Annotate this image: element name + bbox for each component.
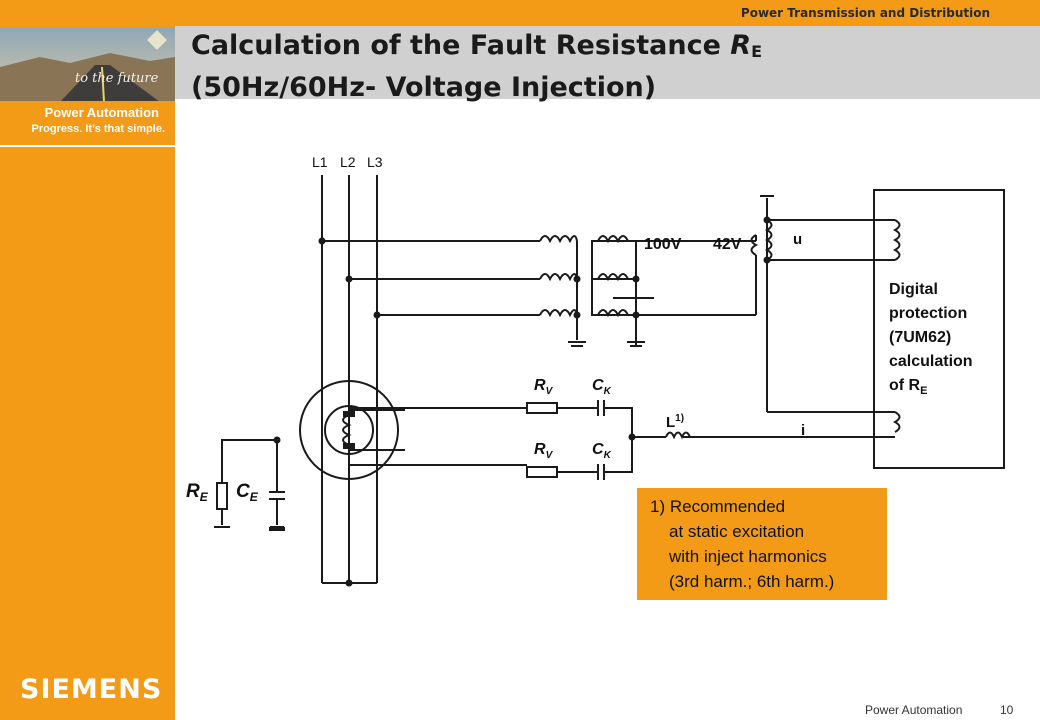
note-line-1: 1) Recommended	[650, 497, 786, 516]
relay-line-1: Digital	[889, 281, 938, 298]
label-l-main: L	[666, 414, 675, 431]
title-line1-prefix: Calculation of the Fault Resistance	[191, 30, 731, 61]
label-l-inductor: L1)	[666, 413, 684, 431]
label-ck-top: CK	[592, 377, 612, 397]
label-rv-bottom-main: R	[534, 441, 546, 458]
relay-line-3: (7UM62)	[889, 329, 951, 346]
title-symbol: R	[730, 30, 752, 61]
diagram-labels: L1 L2 L3 100V 42V u i Digital protection…	[186, 154, 973, 504]
road-photo-graphic: to the future	[0, 27, 175, 102]
junction-dots	[273, 216, 771, 587]
label-ck-top-main: C	[592, 377, 604, 394]
header-strip: Power Transmission and Distribution	[175, 0, 1040, 26]
label-re-sub: E	[200, 490, 209, 504]
label-ck-bottom-main: C	[592, 441, 604, 458]
label-ce-sub: E	[250, 490, 259, 504]
label-u: u	[793, 231, 802, 248]
label-re-main: R	[186, 481, 200, 502]
brand-box: Power Automation Progress. It’s that sim…	[0, 101, 175, 147]
wires	[214, 175, 1005, 584]
note-line-3: with inject harmonics	[669, 547, 827, 566]
siemens-logo: SIEMENS	[20, 674, 163, 705]
label-rv-top: RV	[534, 377, 554, 397]
label-ck-top-sub: K	[604, 386, 612, 397]
label-ce: CE	[236, 481, 259, 504]
label-rv-bottom: RV	[534, 441, 554, 461]
page-number: 10	[1000, 703, 1014, 717]
label-re: RE	[186, 481, 209, 504]
label-42v: 42V	[713, 236, 742, 253]
label-ck-bottom-sub: K	[604, 450, 612, 461]
label-rv-top-sub: V	[546, 386, 554, 397]
recommendation-note: 1) Recommended at static excitation with…	[637, 488, 887, 600]
label-rv-top-main: R	[534, 377, 546, 394]
relay-line-5-sub: E	[920, 385, 927, 397]
label-l1: L1	[312, 154, 328, 170]
title-line2: (50Hz/60Hz- Voltage Injection)	[191, 72, 657, 103]
title-symbol-sub: E	[751, 42, 763, 61]
label-l3: L3	[367, 154, 383, 170]
label-100v: 100V	[644, 236, 682, 253]
brand-title: Power Automation	[44, 105, 159, 120]
title-bar: Calculation of the Fault Resistance RE (…	[175, 26, 1040, 103]
note-line-2: at static excitation	[669, 522, 805, 541]
circuit-diagram: L1 L2 L3 100V 42V u i Digital protection…	[186, 154, 1005, 587]
label-l2: L2	[340, 154, 356, 170]
label-i: i	[801, 422, 805, 439]
relay-line-4: calculation	[889, 353, 973, 370]
relay-line-2: protection	[889, 305, 967, 322]
relay-line-5: of RE	[889, 377, 927, 397]
label-ce-main: C	[236, 481, 250, 502]
brand-tagline: Progress. It’s that simple.	[31, 123, 165, 135]
relay-line-5-text: of R	[889, 377, 921, 394]
label-ck-bottom: CK	[592, 441, 612, 461]
road-photo: to the future	[0, 27, 175, 102]
generator-bars	[269, 411, 355, 531]
page-title: Calculation of the Fault Resistance RE (…	[191, 28, 762, 106]
label-l-sup: 1)	[675, 413, 684, 424]
photo-text: to the future	[75, 71, 159, 86]
footer-label: Power Automation	[865, 703, 963, 717]
label-rv-bottom-sub: V	[546, 450, 554, 461]
division-label: Power Transmission and Distribution	[740, 6, 990, 20]
coils	[342, 219, 901, 446]
note-line-4: (3rd harm.; 6th harm.)	[669, 572, 835, 591]
